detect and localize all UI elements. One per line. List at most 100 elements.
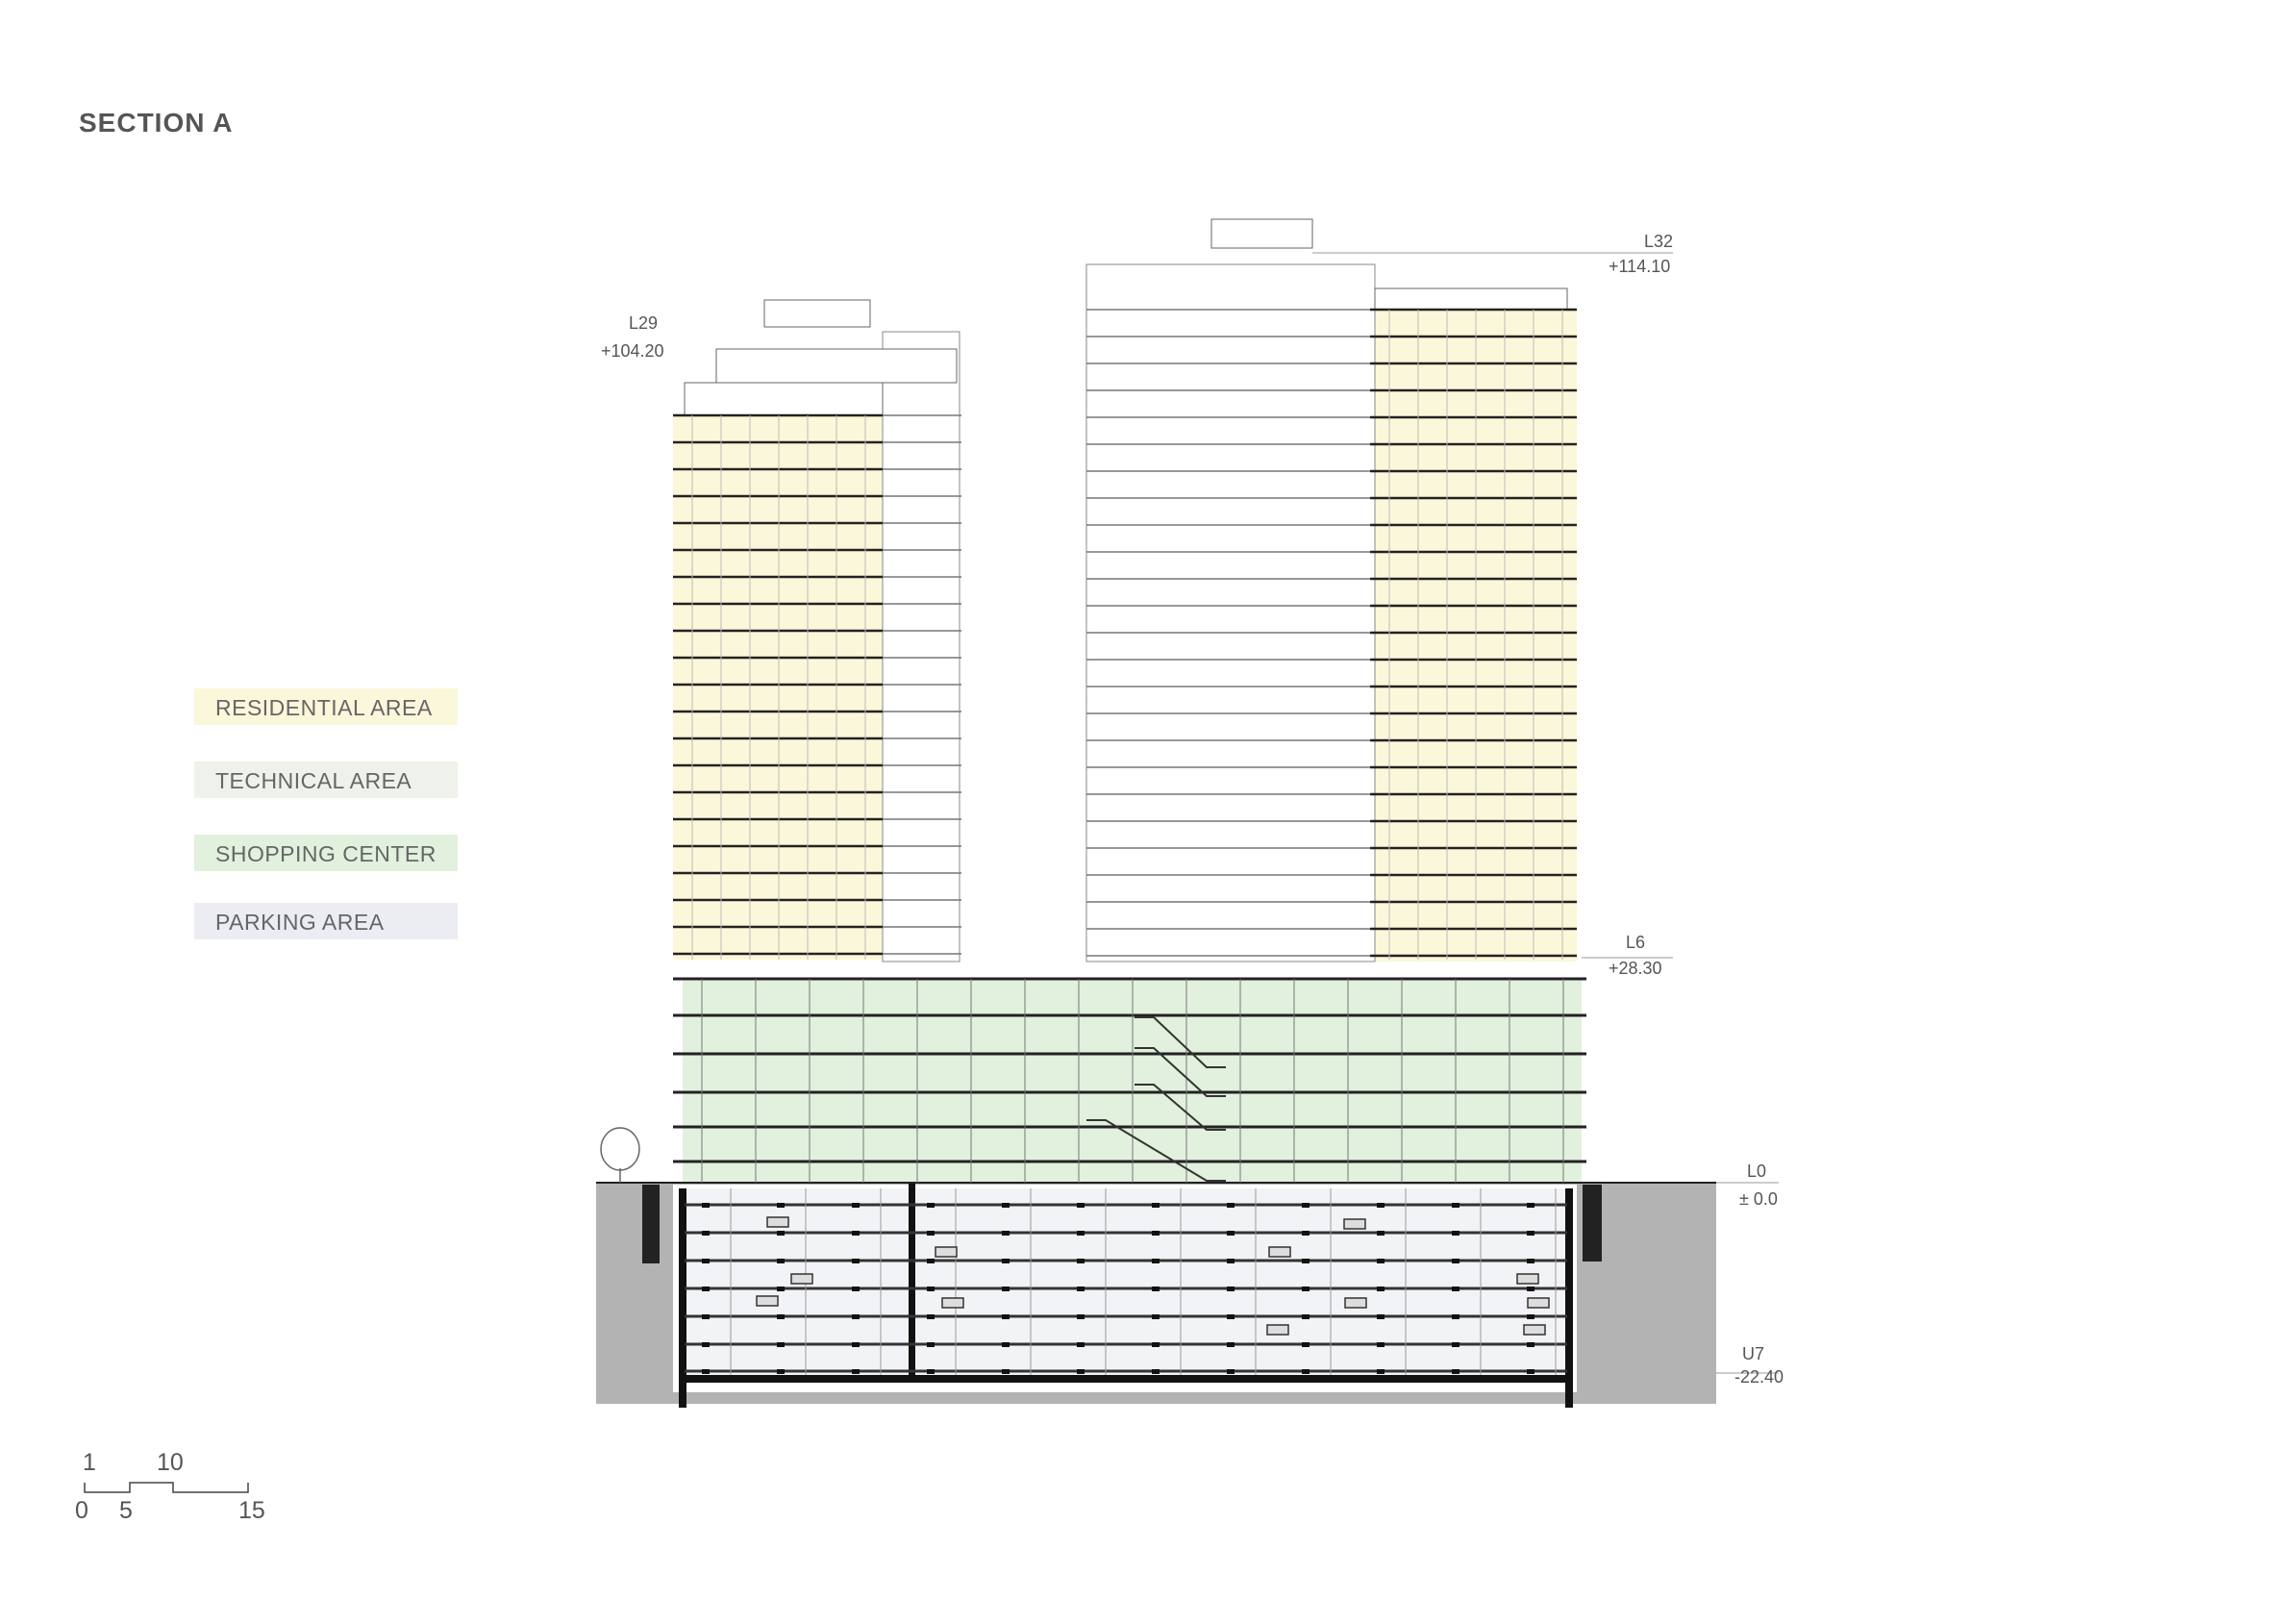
legend-shopping-center: SHOPPING CENTER [194, 835, 458, 871]
parking-column-cap [852, 1231, 860, 1236]
left-tower-residential [673, 413, 883, 960]
left-tower-penthouse [763, 299, 871, 328]
right-tower-penthouse [1210, 218, 1313, 249]
parking-column-cap [1227, 1314, 1235, 1319]
car-icon [1516, 1273, 1539, 1285]
parking-column-cap [1302, 1287, 1310, 1291]
scale-label-15: 15 [238, 1497, 265, 1524]
level-l32-elevation: +114.10 [1609, 257, 1670, 276]
parking-column-cap [1452, 1203, 1459, 1208]
right-tower-crown [1374, 287, 1568, 311]
parking-column-cap [1227, 1342, 1235, 1347]
parking-column-cap [927, 1203, 935, 1208]
parking-column-cap [927, 1231, 935, 1236]
left-tower-crown [684, 382, 884, 416]
escalator [1135, 1016, 1226, 1068]
escalator [1135, 1084, 1226, 1131]
parking-column-cap [927, 1314, 935, 1319]
parking-column-cap [777, 1369, 785, 1374]
level-l0-name: L0 [1747, 1162, 1766, 1181]
car-icon [941, 1297, 964, 1309]
parking-column-cap [927, 1342, 935, 1347]
parking-column-cap [1377, 1287, 1384, 1291]
parking-column-cap [1527, 1369, 1534, 1374]
car-icon [935, 1246, 958, 1258]
escalator [1086, 1119, 1226, 1182]
parking-column-cap [1302, 1203, 1310, 1208]
parking-column-cap [1527, 1203, 1534, 1208]
parking-column-cap [1077, 1314, 1085, 1319]
parking-column-cap [1152, 1203, 1160, 1208]
parking-column-cap [1002, 1342, 1010, 1347]
parking-column-cap [1002, 1369, 1010, 1374]
parking-column-cap [702, 1314, 710, 1319]
parking-column-cap [702, 1369, 710, 1374]
parking-column-cap [702, 1342, 710, 1347]
parking-column-cap [1152, 1231, 1160, 1236]
parking-column-cap [1077, 1259, 1085, 1263]
right-tower-residential [1370, 308, 1577, 962]
parking-column-cap [777, 1259, 785, 1263]
parking-column-cap [1377, 1369, 1384, 1374]
car-icon [1527, 1297, 1550, 1309]
parking-column-cap [852, 1314, 860, 1319]
parking-column-cap [1302, 1342, 1310, 1347]
parking-column-cap [852, 1259, 860, 1263]
scale-label-5: 5 [119, 1497, 133, 1524]
parking-column-cap [1077, 1231, 1085, 1236]
parking-column-cap [1077, 1203, 1085, 1208]
car-icon [1343, 1218, 1366, 1230]
parking-column-cap [777, 1231, 785, 1236]
parking-column-cap [702, 1259, 710, 1263]
car-icon [756, 1295, 779, 1307]
level-l29-elevation: +104.20 [601, 341, 664, 361]
right-tower-rear [1085, 263, 1376, 962]
level-l6-name: L6 [1626, 933, 1645, 952]
parking-column-cap [1152, 1314, 1160, 1319]
parking-column-cap [1227, 1259, 1235, 1263]
parking-column-cap [1527, 1259, 1534, 1263]
parking-column-cap [1002, 1314, 1010, 1319]
parking-column-cap [702, 1203, 710, 1208]
parking-column-cap [1527, 1287, 1534, 1291]
level-l0-elevation: ± 0.0 [1739, 1189, 1778, 1209]
basement-wall-right [1565, 1188, 1573, 1408]
parking-column-cap [927, 1287, 935, 1291]
parking-column-cap [1377, 1314, 1384, 1319]
parking-column-cap [1002, 1287, 1010, 1291]
legend-technical-label: TECHNICAL AREA [215, 768, 412, 793]
parking-column-cap [1302, 1369, 1310, 1374]
tree-icon [600, 1127, 640, 1171]
parking-column-cap [1452, 1259, 1459, 1263]
parking-column-cap [1077, 1342, 1085, 1347]
parking-column-cap [1302, 1231, 1310, 1236]
left-tower-rear [882, 331, 960, 962]
legend-parking-area: PARKING AREA [194, 903, 458, 939]
level-u7-name: U7 [1742, 1344, 1764, 1363]
legend-shopping-label: SHOPPING CENTER [215, 841, 437, 866]
parking-column-cap [1077, 1369, 1085, 1374]
parking-column-cap [1452, 1342, 1459, 1347]
parking-column-cap [702, 1231, 710, 1236]
parking-column-cap [1152, 1287, 1160, 1291]
parking-column-cap [777, 1287, 785, 1291]
scale-label-0: 0 [75, 1497, 88, 1524]
parking-column-cap [1377, 1259, 1384, 1263]
parking-column-cap [1377, 1203, 1384, 1208]
parking-column-cap [852, 1342, 860, 1347]
parking-column-cap [927, 1259, 935, 1263]
parking-column-cap [1527, 1231, 1534, 1236]
car-icon [766, 1216, 789, 1228]
level-l32-name: L32 [1644, 232, 1673, 251]
legend-residential-area: RESIDENTIAL AREA [194, 688, 458, 725]
legend-technical-area: TECHNICAL AREA [194, 762, 458, 798]
parking-column-cap [1152, 1342, 1160, 1347]
parking-column-cap [1002, 1259, 1010, 1263]
parking-column-cap [1227, 1231, 1235, 1236]
parking-column-cap [927, 1369, 935, 1374]
parking-column-cap [1302, 1259, 1310, 1263]
car-icon [1523, 1324, 1546, 1336]
left-tower-crown-2 [715, 348, 958, 384]
parking-column-cap [1527, 1342, 1534, 1347]
